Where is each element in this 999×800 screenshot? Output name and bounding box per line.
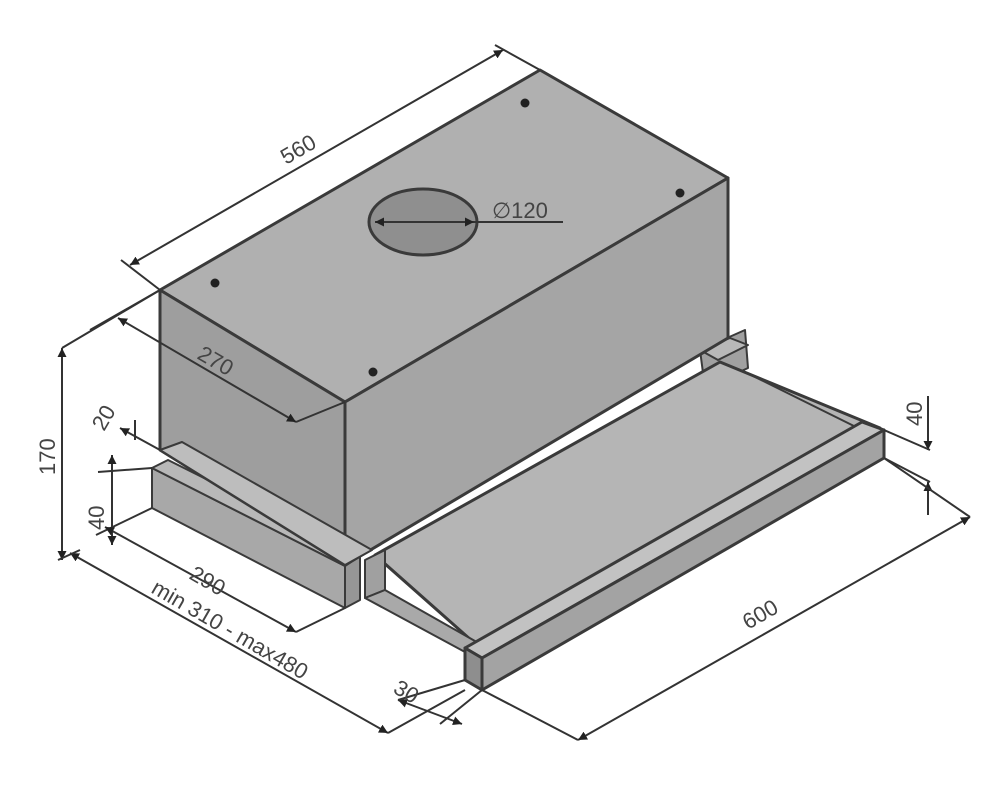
label-width-top: 560	[276, 129, 320, 169]
screw-icon	[210, 278, 220, 288]
screw-icon	[675, 188, 685, 198]
label-duct-diameter: ∅120	[492, 198, 548, 223]
label-panel-thickness: 30	[390, 675, 424, 709]
label-extension-range: min 310 - max480	[148, 575, 313, 685]
body-side-face	[343, 176, 730, 567]
mounting-screws	[210, 98, 685, 377]
screw-icon	[520, 98, 530, 108]
label-base-height: 40	[84, 506, 109, 530]
label-offset-20: 20	[87, 401, 121, 435]
label-panel-height: 40	[902, 402, 927, 426]
screw-icon	[368, 367, 378, 377]
dimension-lines	[57, 44, 971, 741]
label-height-total: 170	[35, 438, 60, 475]
